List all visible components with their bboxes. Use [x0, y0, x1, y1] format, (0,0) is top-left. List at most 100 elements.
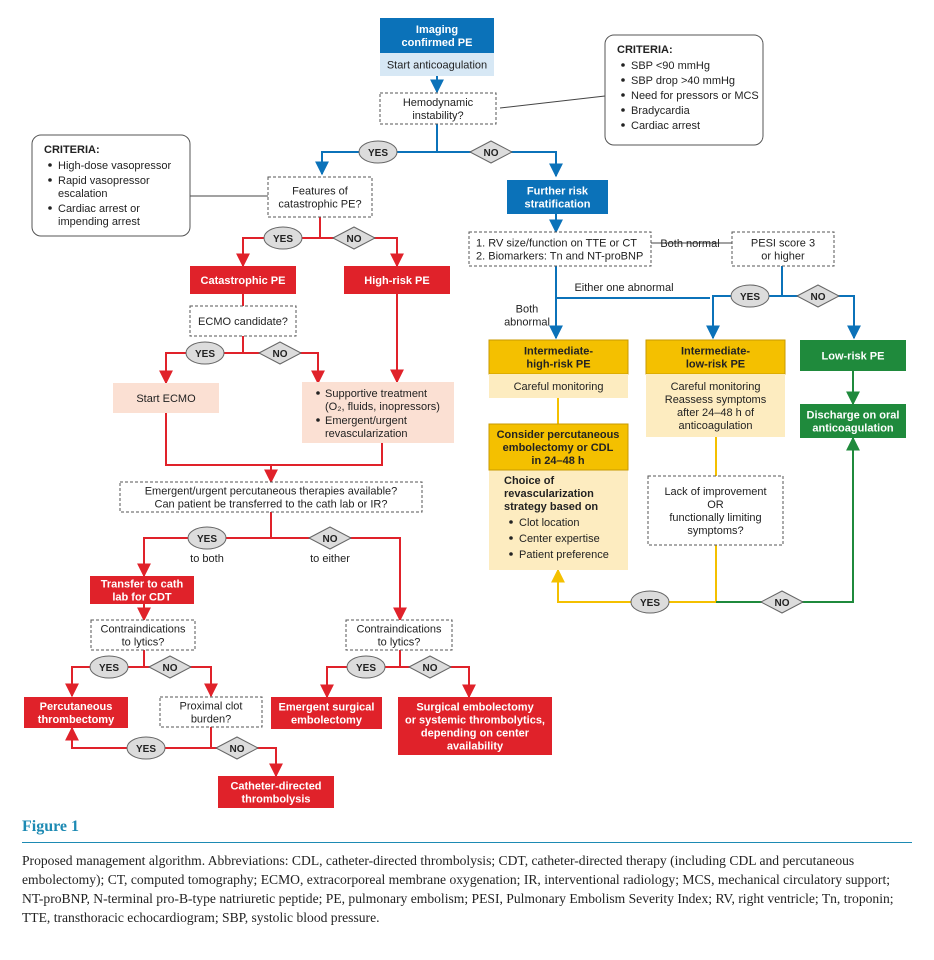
node-catastrophic-features-text: catastrophic PE? [278, 199, 361, 211]
criteria-box-right-bullet [621, 108, 625, 112]
decision-yes-catastrophic-text: YES [273, 234, 293, 245]
node-further-risk-text: stratification [524, 199, 590, 211]
node-careful-monitoring: Careful monitoring [489, 374, 628, 398]
edge-label-to-either: to either [310, 553, 350, 565]
node-discharge-text: Discharge on oral [807, 410, 900, 422]
decision-no-lack-text: NO [775, 598, 790, 609]
node-contraindications-left-text: Contraindications [101, 624, 186, 636]
node-catastrophic-features-text: Features of [292, 186, 349, 198]
node-contraindications-left-border [90, 619, 196, 651]
decision-no-pesi-text: NO [811, 292, 826, 303]
node-surgical-or-lytics-bg [398, 697, 552, 755]
node-pesi-score-text: or higher [761, 251, 805, 263]
criteria-box-left-item: impending arrest [58, 216, 140, 228]
node-emergent-therapies-text: Emergent/urgent percutaneous therapies a… [145, 486, 398, 498]
edge-merge [165, 413, 383, 466]
node-proximal-clot-border [159, 696, 263, 728]
decision-yes-contra-mid: YES [346, 655, 386, 679]
criteria-box-right-bullet [621, 123, 625, 127]
decision-yes-lack-shape [630, 590, 670, 614]
node-lack-of-improvement-text: Lack of improvement [664, 486, 766, 498]
node-emergent-therapies-border [119, 481, 423, 513]
criteria-box-right-item: SBP drop >40 mmHg [631, 75, 735, 87]
node-start-ecmo-text: Start ECMO [136, 393, 196, 405]
node-intermediate-low: Intermediate-low-risk PE [646, 340, 785, 374]
consider-percutaneous-text: embolectomy or CDL [503, 442, 614, 454]
node-catheter-directed-bg [218, 776, 334, 808]
figure-title: Figure 1 [22, 818, 80, 835]
node-imaging-confirmed-bg [380, 18, 494, 53]
criteria-box-left-bullet [48, 206, 52, 210]
choice-bullet [509, 552, 513, 556]
decision-yes-hemo: YES [358, 140, 398, 164]
node-careful-monitoring-text: Careful monitoring [514, 381, 604, 393]
node-reassess-symptoms-text: anticoagulation [678, 420, 752, 432]
node-catastrophic-features-border [267, 176, 373, 218]
node-discharge-bg [800, 404, 906, 438]
node-percutaneous-thrombectomy-bg [24, 697, 128, 728]
node-emergent-therapies-text: Can patient be transferred to the cath l… [155, 499, 388, 511]
node-start-anticoagulation-bg [380, 53, 494, 76]
criteria-box-right-item: Bradycardia [631, 105, 691, 117]
decision-no-proximal-text: NO [230, 744, 245, 755]
criteria-box-left-border [31, 134, 191, 237]
decision-yes-hemo-text: YES [368, 148, 388, 159]
node-proximal-clot-text: burden? [191, 714, 231, 726]
node-catastrophic-pe-bg [190, 266, 296, 294]
decision-yes-lack: YES [630, 590, 670, 614]
node-intermediate-high-text: Intermediate- [524, 346, 593, 358]
node-low-risk-pe: Low-risk PE [800, 340, 906, 371]
node-contraindications-mid-text: to lytics? [378, 637, 421, 649]
node-start-anticoagulation: Start anticoagulation [380, 53, 494, 76]
node-catastrophic-pe-text: Catastrophic PE [201, 275, 286, 287]
edge-criteria-right [499, 95, 606, 109]
node-high-risk-pe-bg [344, 266, 450, 294]
decision-yes-emergent: YES [187, 526, 227, 550]
node-reassess-symptoms-text: Careful monitoring [671, 381, 761, 393]
node-lack-of-improvement-text: OR [707, 499, 724, 511]
decision-no-contra-mid-text: NO [423, 663, 438, 674]
criteria-box-left-item: Cardiac arrest or [58, 203, 140, 215]
decision-yes-contra-mid-text: YES [356, 663, 376, 674]
decision-no-ecmo-text: NO [273, 349, 288, 360]
node-pesi-score: PESI score 3or higher [731, 231, 835, 267]
node-reassess-symptoms-bg [646, 374, 785, 437]
decision-no-hemo-text: NO [484, 148, 499, 159]
node-further-risk-bg [507, 180, 608, 214]
node-high-risk-pe-text: High-risk PE [364, 275, 429, 287]
figure-caption: Proposed management algorithm. Abbreviat… [22, 853, 894, 925]
node-ecmo-candidate-text: ECMO candidate? [198, 316, 288, 328]
decision-yes-proximal-shape [126, 736, 166, 760]
decision-yes-emergent-shape [187, 526, 227, 550]
node-supportive-treatment: Supportive treatment(O₂, fluids, inopres… [302, 382, 454, 443]
edge-label-both-normal: Both normal [660, 238, 719, 250]
choice-item: Clot location [519, 517, 580, 529]
criteria-box-right-bullet [621, 63, 625, 67]
node-contraindications-mid-border [345, 619, 453, 651]
supportive-bullet [316, 391, 320, 395]
node-proximal-clot-text: Proximal clot [180, 701, 243, 713]
decision-no-pesi-shape [795, 284, 841, 308]
edge-label-either-abnormal: Either one abnormal [574, 282, 673, 294]
criteria-box-right-bullet [621, 78, 625, 82]
node-transfer-cath-text: Transfer to cath [101, 579, 184, 591]
decision-yes-pesi-text: YES [740, 292, 760, 303]
figure-divider [22, 842, 912, 843]
node-low-risk-pe-bg [800, 340, 906, 371]
decision-yes-catastrophic-shape [263, 226, 303, 250]
decision-no-contra-left-shape [147, 655, 193, 679]
choice-title: Choice of [504, 475, 554, 487]
consider-percutaneous-text: Consider percutaneous [497, 429, 620, 441]
